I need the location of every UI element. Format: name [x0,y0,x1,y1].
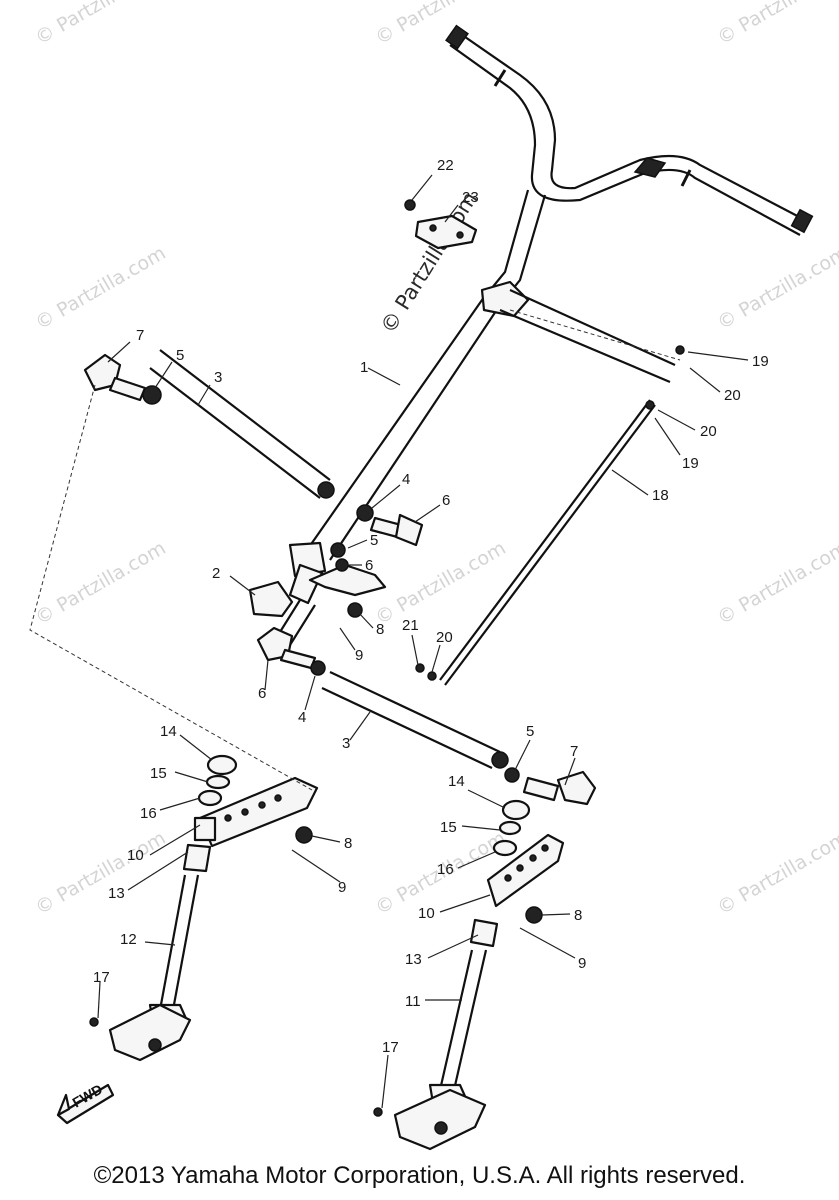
forward-arrow-icon: FWD [56,1081,115,1125]
callout-label: 16 [437,861,454,878]
callout-label: 19 [682,455,699,472]
callout-label: 18 [652,487,669,504]
callout-label: 23 [462,189,479,206]
callout-label: 5 [370,532,378,549]
handlebar [445,24,814,236]
right-spindle-assembly [373,799,565,1151]
callout-label: 14 [448,773,465,790]
callout-label: 10 [418,905,435,922]
callout-label: 12 [120,931,137,948]
callout-label: 14 [160,723,177,740]
callout-label: 6 [258,685,266,702]
callout-label: 21 [402,617,419,634]
callout-label: 6 [442,492,450,509]
callout-label: 17 [93,969,110,986]
callout-label: 5 [176,347,184,364]
callout-label: 8 [574,907,582,924]
callout-label: 5 [526,723,534,740]
callout-label: 9 [355,647,363,664]
watermark-text: © Partzilla.com [714,242,839,334]
callout-label: 20 [700,423,717,440]
callout-label: 22 [437,157,454,174]
steering-column [274,189,547,646]
watermark-text: © Partzilla.com [714,0,839,49]
callout-label: 4 [402,471,410,488]
callout-label: 20 [724,387,741,404]
callout-label: 16 [140,805,157,822]
callout-label: 11 [405,993,421,1010]
watermark-text: © Partzilla.com [372,0,510,49]
callout-label: 20 [436,629,453,646]
watermark-text: © Partzilla.com [32,537,170,629]
callout-label: 8 [376,621,384,638]
leader-lines [97,174,749,1109]
watermark-text: © Partzilla.com [714,537,839,629]
callout-label: 7 [570,743,578,760]
callout-label: 15 [440,819,457,836]
callout-labels: 22 23 1 7 5 3 19 20 20 19 18 4 6 5 6 2 8… [93,157,769,1056]
watermark-text: © Partzilla.com [32,827,170,919]
cross-tube-upper [499,288,685,384]
callout-label: 6 [365,557,373,574]
watermark-center-text: © Partzilla.com [376,187,482,337]
watermark-text: © Partzilla.com [32,0,170,49]
bracket-part-23 [404,199,478,250]
callout-label: 1 [360,359,368,376]
callout-label: 9 [578,955,586,972]
callout-label: 17 [382,1039,399,1056]
dashed-guide-lines [29,309,681,791]
callout-label: 9 [338,879,346,896]
watermark-text: © Partzilla.com [32,242,170,334]
callout-label: 3 [214,369,222,386]
pivot-parts [248,504,424,676]
copyright-notice: ©2013 Yamaha Motor Corporation, U.S.A. A… [93,1162,746,1189]
callout-label: 10 [127,847,144,864]
rod-part-18 [415,399,656,686]
callout-label: 13 [108,885,125,902]
callout-label: 19 [752,353,769,370]
callout-label: 15 [150,765,167,782]
callout-label: 4 [298,709,306,726]
callout-label: 2 [212,565,220,582]
callout-label: 7 [136,327,144,344]
left-spindle-assembly [89,754,319,1062]
watermark-text: © Partzilla.com [714,827,839,919]
tie-rod-lower [321,671,597,806]
callout-label: 3 [342,735,350,752]
tie-rod-upper [83,349,335,499]
callout-label: 13 [405,951,422,968]
callout-label: 8 [344,835,352,852]
